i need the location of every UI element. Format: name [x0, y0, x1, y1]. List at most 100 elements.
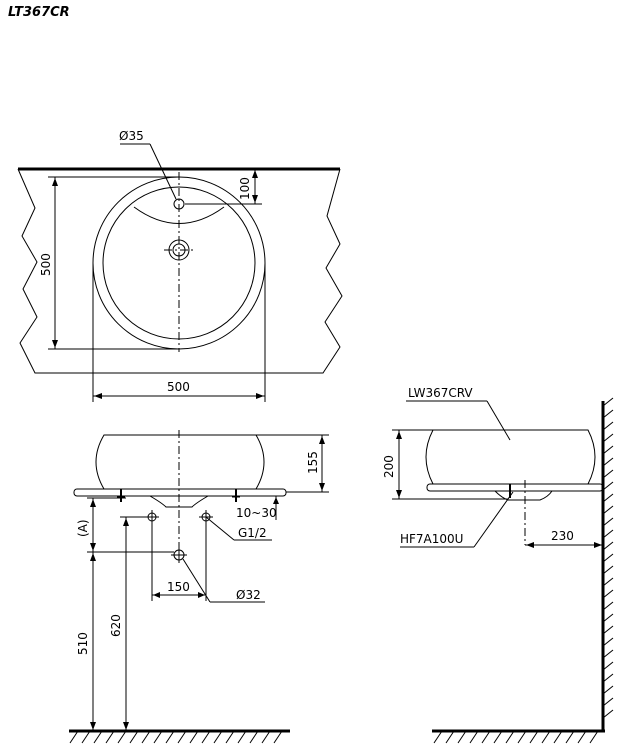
hatch-line [602, 457, 614, 467]
label-basin-model: LW367CRV [408, 386, 473, 400]
hatch-line [493, 730, 503, 744]
arrow-a-top [90, 499, 96, 507]
hatch-line [189, 730, 199, 744]
hatch-line [602, 577, 614, 587]
hatch-line [602, 481, 614, 491]
hatch-line [602, 445, 614, 455]
hatch-line [105, 730, 115, 744]
hatch-line [602, 637, 614, 647]
arrow-10-30 [273, 497, 279, 504]
arrow-100-bottom [252, 195, 258, 203]
label-dim-155: 155 [306, 451, 320, 474]
label-dim-510: 510 [76, 632, 90, 655]
model-code: LT367CR [8, 5, 70, 20]
hatch-line [602, 709, 614, 719]
leader-g-half [205, 516, 235, 541]
label-dim-a: (A) [76, 519, 90, 537]
hatch-line [261, 730, 271, 744]
front-counter-slab [73, 488, 287, 497]
hatch-line [602, 541, 614, 551]
arrow-a-bottom [90, 543, 96, 551]
leader-35-b [149, 143, 177, 200]
arrow-620-bottom [123, 722, 129, 730]
hatch-line [602, 625, 614, 635]
arrow-100-top [252, 170, 258, 178]
front-view: 155 10~30 G1/2 Ø32 150 [69, 430, 329, 744]
side-waste [494, 490, 553, 501]
hatch-line [602, 409, 614, 419]
hatch-line [249, 730, 259, 744]
top-view: Ø35 100 500 500 [17, 129, 343, 402]
hatch-line [213, 730, 223, 744]
label-dim-200: 200 [382, 455, 396, 478]
hatch-line [529, 730, 539, 744]
label-dim-500h: 500 [167, 380, 190, 394]
arrow-620-top [123, 518, 129, 526]
front-basin-body [95, 434, 265, 490]
arrow-150-left [153, 592, 160, 598]
hatch-line [602, 493, 614, 503]
hatch-line [457, 730, 467, 744]
arrow-500v-bottom [52, 340, 58, 348]
front-floor-hatch [69, 730, 283, 744]
hatch-line [602, 697, 614, 707]
side-view: LW367CRV 200 HF7A100U 230 [382, 386, 614, 744]
hatch-line [565, 730, 575, 744]
hatch-line [273, 730, 283, 744]
counter-outline [17, 168, 343, 374]
hatch-line [553, 730, 563, 744]
hatch-line [517, 730, 527, 744]
hatch-line [117, 730, 127, 744]
hatch-line [141, 730, 151, 744]
hatch-line [602, 673, 614, 683]
hatch-line [602, 397, 614, 407]
arrow-510-top [90, 553, 96, 561]
label-g-half: G1/2 [238, 526, 267, 540]
hatch-line [481, 730, 491, 744]
hatch-line [602, 469, 614, 479]
hatch-line [602, 649, 614, 659]
hatch-line [445, 730, 455, 744]
leader-waste-model [473, 491, 514, 548]
hatch-line [602, 589, 614, 599]
label-dim-620: 620 [109, 614, 123, 637]
label-waste-model: HF7A100U [400, 532, 463, 546]
hatch-line [602, 685, 614, 695]
hatch-line [129, 730, 139, 744]
side-counter-slab [426, 483, 604, 492]
hatch-line [577, 730, 587, 744]
arrow-155-bottom [319, 483, 325, 491]
hatch-line [177, 730, 187, 744]
hatch-line [153, 730, 163, 744]
hatch-line [237, 730, 247, 744]
hatch-line [201, 730, 211, 744]
hatch-line [602, 553, 614, 563]
hatch-line [602, 613, 614, 623]
label-dia-35: Ø35 [119, 129, 144, 143]
hatch-line [602, 661, 614, 671]
hatch-line [93, 730, 103, 744]
arrow-500v-top [52, 178, 58, 186]
hatch-line [81, 730, 91, 744]
label-dim-230: 230 [551, 529, 574, 543]
hatch-line [602, 529, 614, 539]
side-floor-hatch [433, 730, 599, 744]
label-dim-10-30: 10~30 [236, 506, 277, 520]
hatch-line [165, 730, 175, 744]
arrow-200-bottom [396, 490, 402, 498]
label-dia-32: Ø32 [236, 588, 261, 602]
arrow-500h-right [256, 393, 264, 399]
hatch-line [589, 730, 599, 744]
arrow-200-top [396, 431, 402, 439]
hatch-line [602, 421, 614, 431]
side-wall-hatch [602, 397, 614, 719]
arrow-155-top [319, 436, 325, 444]
hatch-line [541, 730, 551, 744]
hatch-line [433, 730, 443, 744]
leader-basin-model [486, 400, 511, 441]
arrow-150-right [198, 592, 205, 598]
hatch-line [602, 433, 614, 443]
arrow-500h-left [94, 393, 102, 399]
arrow-230-right [594, 542, 602, 548]
